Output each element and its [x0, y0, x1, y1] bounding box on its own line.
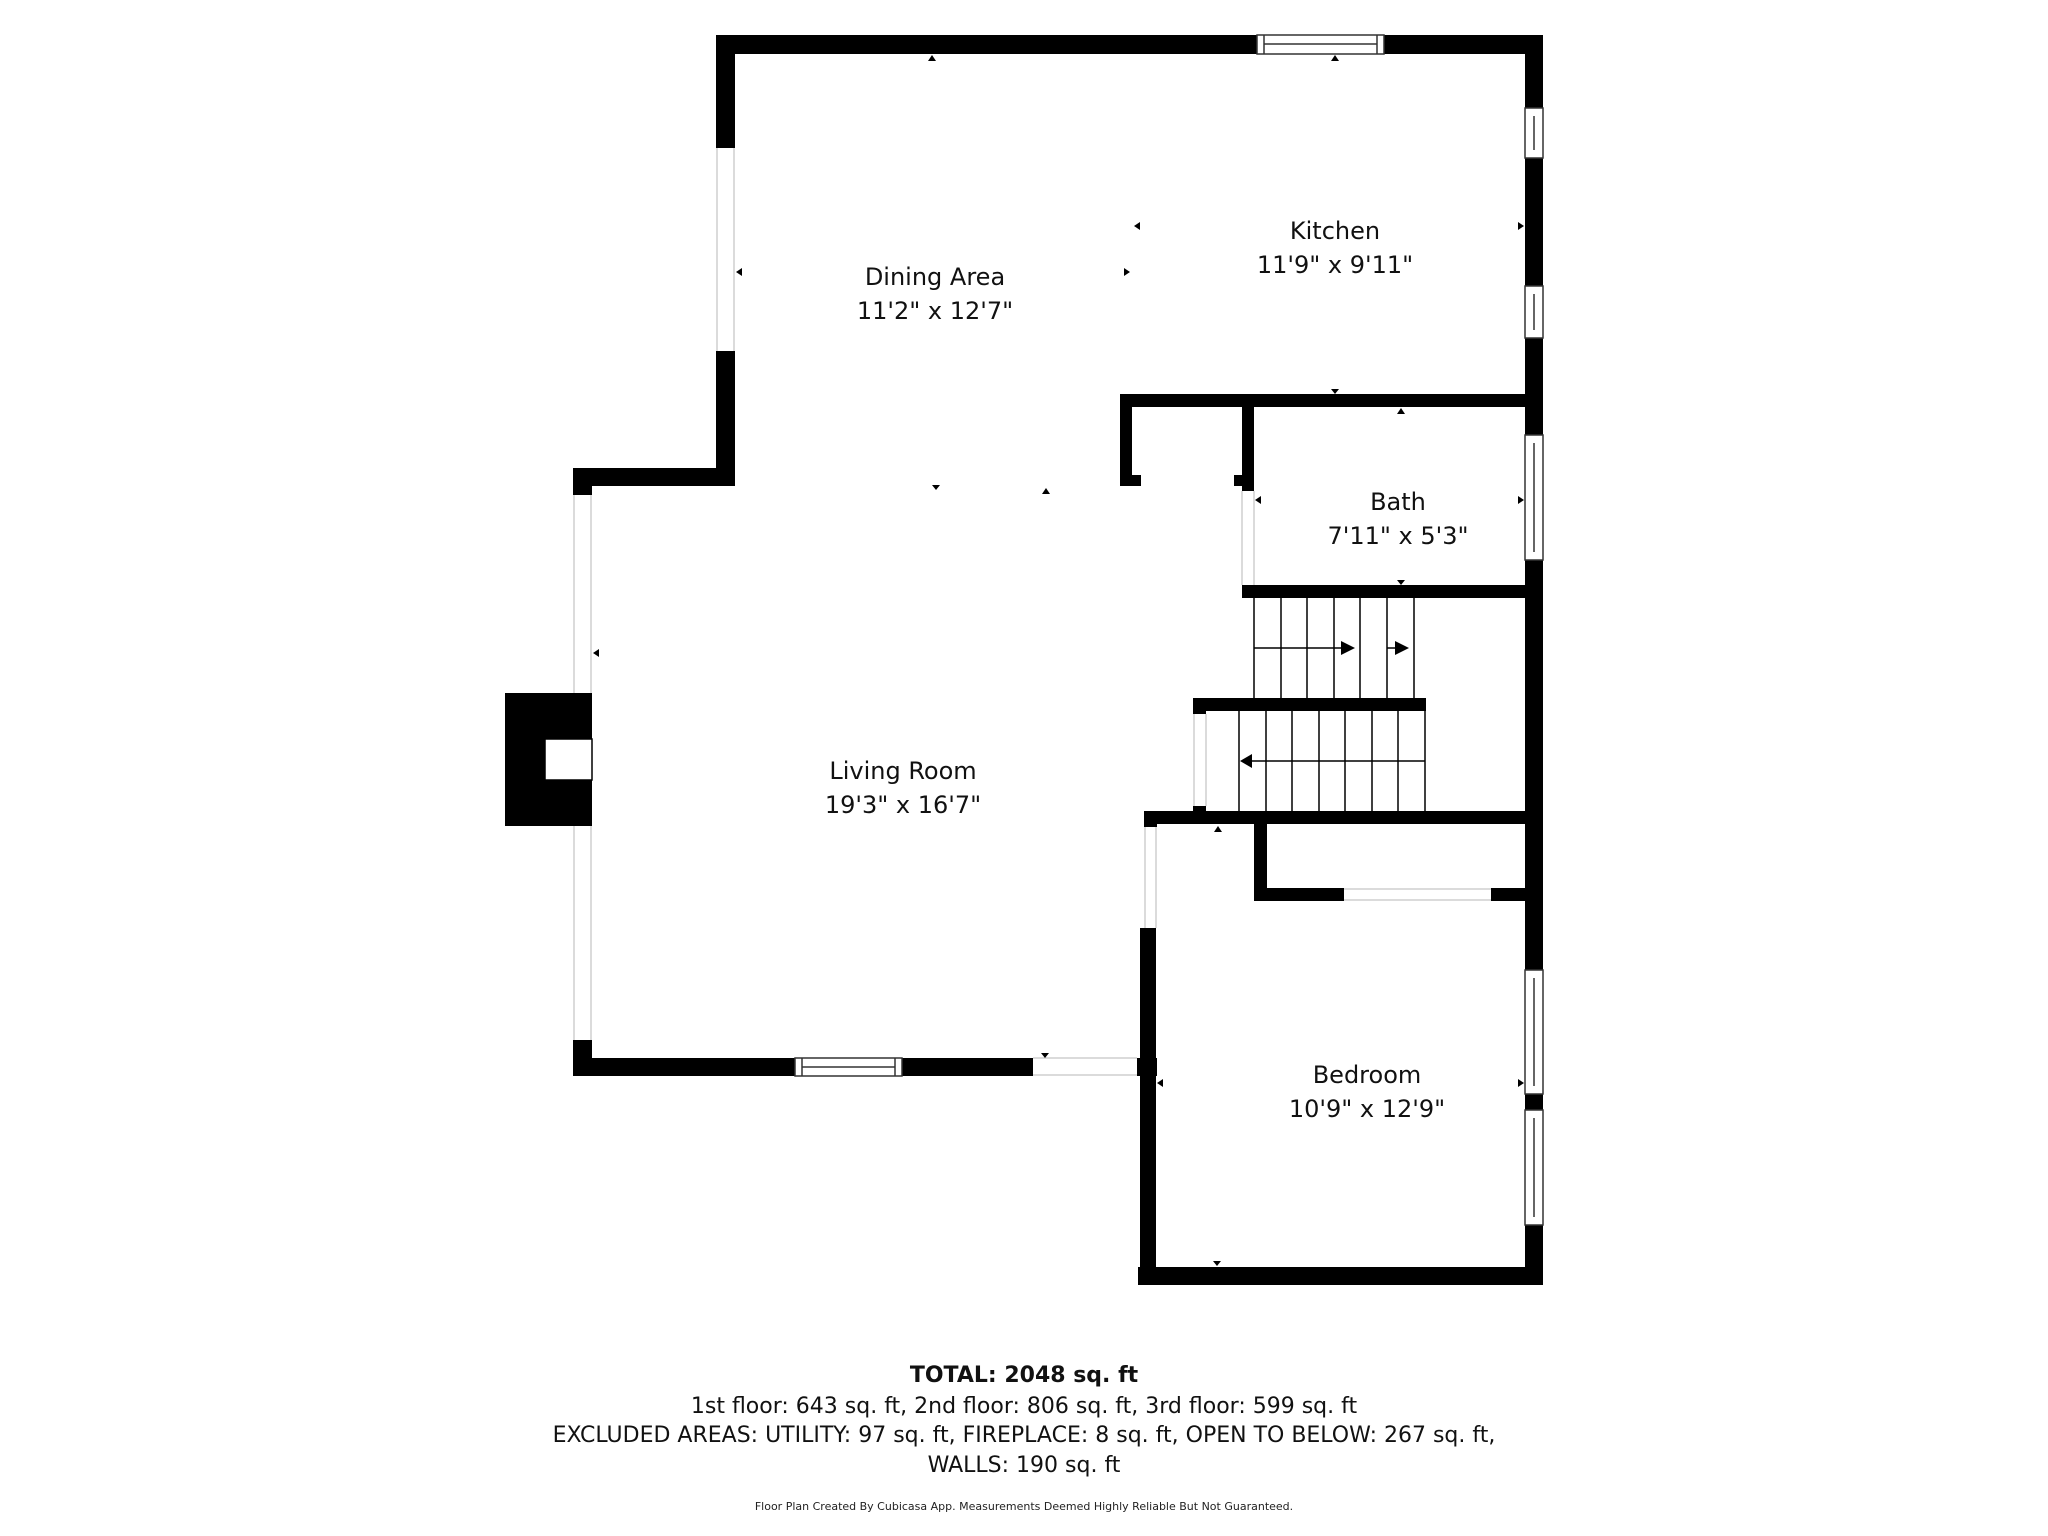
floor-breakdown: 1st floor: 643 sq. ft, 2nd floor: 806 sq…: [690, 1394, 1358, 1419]
room-dimensions: 7'11" x 5'3": [1327, 522, 1469, 550]
room-dimensions: 10'9" x 12'9": [1288, 1095, 1446, 1123]
openings: [573, 148, 1491, 1076]
dimension-markers: [593, 55, 1524, 1266]
room-dining-area: Dining Area 11'2" x 12'7": [857, 260, 1013, 328]
room-bath: Bath 7'11" x 5'3": [1327, 485, 1468, 553]
stair-arrows: [1240, 641, 1409, 768]
room-dimensions: 11'9" x 9'11": [1256, 251, 1414, 279]
disclaimer: Floor Plan Created By Cubicasa App. Meas…: [754, 1500, 1294, 1513]
room-name: Bath: [1370, 488, 1426, 516]
room-dimensions: 11'2" x 12'7": [856, 297, 1014, 325]
room-name: Dining Area: [864, 263, 1006, 291]
staircase: [1238, 598, 1426, 811]
excluded-areas-line1: EXCLUDED AREAS: UTILITY: 97 sq. ft, FIRE…: [552, 1423, 1496, 1448]
room-living-room: Living Room 19'3" x 16'7": [825, 754, 981, 822]
excluded-areas-line2: WALLS: 190 sq. ft: [927, 1453, 1121, 1478]
room-bedroom: Bedroom 10'9" x 12'9": [1289, 1058, 1445, 1126]
room-kitchen: Kitchen 11'9" x 9'11": [1257, 214, 1413, 282]
room-dimensions: 19'3" x 16'7": [824, 791, 982, 819]
windows: [794, 34, 1544, 1226]
total-area: TOTAL: 2048 sq. ft: [909, 1363, 1139, 1388]
room-name: Living Room: [829, 757, 977, 785]
room-name: Bedroom: [1312, 1061, 1422, 1089]
fireplace: [505, 693, 593, 826]
room-name: Kitchen: [1289, 217, 1381, 245]
